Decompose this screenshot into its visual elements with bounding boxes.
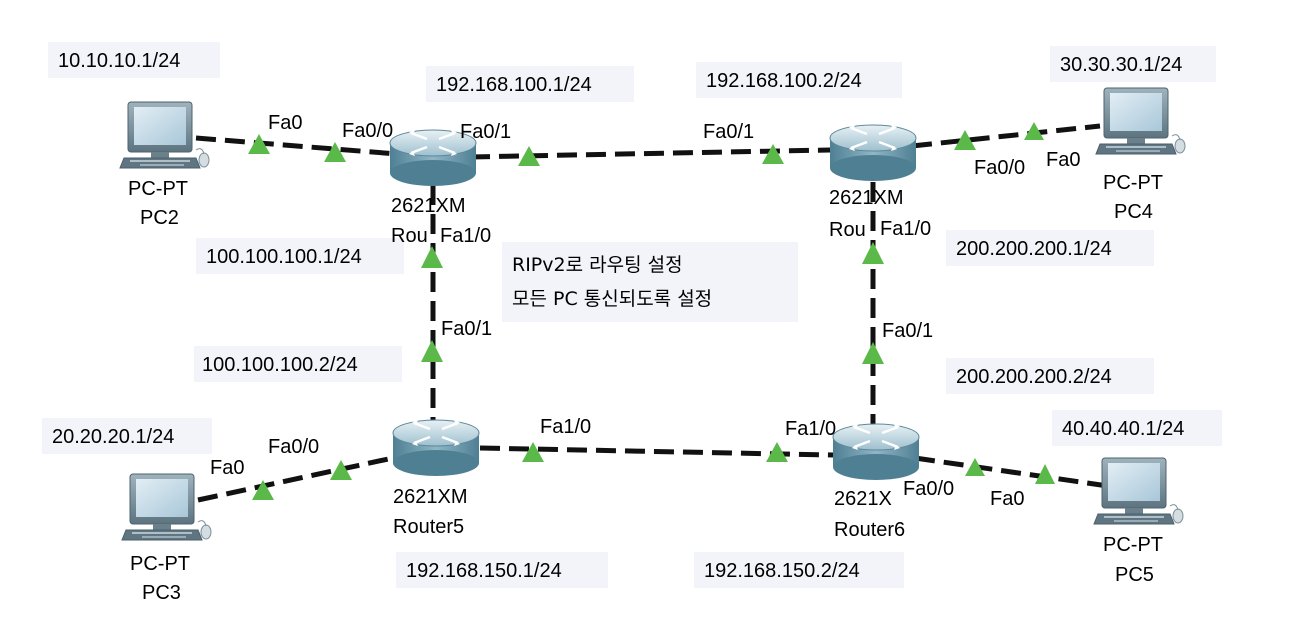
note-line-2: 모든 PC 통신되도록 설정 xyxy=(512,288,712,310)
link-up-indicator xyxy=(766,442,788,462)
pc2-ip: 10.10.10.1/24 xyxy=(58,50,180,72)
iface-r5-fa0-1: Fa0/1 xyxy=(441,318,492,340)
pc2[interactable] xyxy=(119,101,210,169)
link-up-indicator xyxy=(1024,122,1044,140)
pc-icon xyxy=(119,101,210,169)
interface-labels: Fa0 Fa0/0 Fa0/1 Fa1/0 Fa0/1 Fa0/0 Fa0 Fa… xyxy=(210,112,1080,510)
link-up-indicator xyxy=(518,146,540,166)
iface-r5-fa1-0: Fa1/0 xyxy=(540,416,591,438)
router-icon xyxy=(391,418,481,478)
router6-name: Router6 xyxy=(834,519,905,541)
iface-pc5-fa0: Fa0 xyxy=(990,488,1024,510)
pc4-ip: 30.30.30.1/24 xyxy=(1060,54,1182,76)
link-up-indicator xyxy=(862,342,884,364)
pc5-name: PC5 xyxy=(1115,564,1154,586)
router6[interactable] xyxy=(831,422,921,482)
pc4-type: PC-PT xyxy=(1103,172,1163,194)
pc3-ip: 20.20.20.1/24 xyxy=(52,426,174,448)
link-router6-pc5 xyxy=(914,455,1109,489)
router-top-right[interactable] xyxy=(828,123,918,183)
pc3[interactable] xyxy=(121,473,212,541)
link-pc2-router-tl xyxy=(195,135,411,158)
iface-pc4-fa0: Fa0 xyxy=(1046,149,1080,171)
network-192-168-100-1: 192.168.100.1/24 xyxy=(436,74,592,96)
ip-address-labels: 10.10.10.1/24 192.168.100.1/24 192.168.1… xyxy=(42,42,1222,588)
link-up-indicator xyxy=(862,242,884,264)
iface-r6-fa0-0: Fa0/0 xyxy=(903,478,954,500)
link-up-indicator xyxy=(248,134,270,154)
link-up-indicator xyxy=(421,246,443,268)
pc3-name: PC3 xyxy=(142,582,181,604)
router5-model: 2621XM xyxy=(393,486,468,508)
router5-name: Router5 xyxy=(393,516,464,538)
pc4-name: PC4 xyxy=(1114,201,1153,223)
network-192-168-100-2: 192.168.100.2/24 xyxy=(706,70,862,92)
router-tl-model: 2621XM xyxy=(391,195,466,217)
link-status-indicators xyxy=(248,122,1055,500)
link-up-indicator xyxy=(522,442,544,462)
iface-tl-fa0-1: Fa0/1 xyxy=(460,121,511,143)
router6-model: 2621X xyxy=(834,488,892,510)
link-router-tr-pc4 xyxy=(911,123,1101,149)
pc5-type: PC-PT xyxy=(1103,534,1163,556)
pc3-type: PC-PT xyxy=(130,553,190,575)
network-100-100-100-1: 100.100.100.1/24 xyxy=(206,246,362,268)
link-up-indicator xyxy=(965,458,985,476)
router5[interactable] xyxy=(391,418,481,478)
iface-tl-fa1-0: Fa1/0 xyxy=(440,225,491,247)
router-tr-name: Rou xyxy=(829,219,866,241)
network-192-168-150-1: 192.168.150.1/24 xyxy=(406,560,562,582)
pc5[interactable] xyxy=(1093,457,1184,525)
iface-r6-fa0-1: Fa0/1 xyxy=(882,320,933,342)
pc-icon xyxy=(1093,457,1184,525)
network-200-200-200-1: 200.200.200.1/24 xyxy=(956,238,1112,260)
iface-pc3-fa0: Fa0 xyxy=(210,457,244,479)
network-200-200-200-2: 200.200.200.2/24 xyxy=(956,366,1112,388)
iface-r6-fa1-0: Fa1/0 xyxy=(785,418,836,440)
iface-tr-fa0-0: Fa0/0 xyxy=(974,157,1025,179)
pc4[interactable] xyxy=(1095,87,1186,155)
router-icon xyxy=(831,422,921,482)
link-up-indicator xyxy=(330,460,352,480)
link-up-indicator xyxy=(762,144,784,164)
iface-r5-fa0-0: Fa0/0 xyxy=(268,436,319,458)
pc2-type: PC-PT xyxy=(128,178,188,200)
router-tr-model: 2621XM xyxy=(829,187,904,209)
network-192-168-150-2: 192.168.150.2/24 xyxy=(704,560,860,582)
iface-pc2-fa0: Fa0 xyxy=(268,112,302,134)
pc5-ip: 40.40.40.1/24 xyxy=(1062,418,1184,440)
iface-tr-fa1-0: Fa1/0 xyxy=(880,218,931,240)
instruction-note: RIPv2로 라우팅 설정 모든 PC 통신되도록 설정 xyxy=(502,242,798,322)
link-up-indicator xyxy=(324,142,346,162)
pc-icon xyxy=(121,473,212,541)
router-icon xyxy=(828,123,918,183)
link-up-indicator xyxy=(1035,464,1055,484)
pc2-name: PC2 xyxy=(140,207,179,229)
iface-tl-fa0-0: Fa0/0 xyxy=(342,120,393,142)
link-up-indicator xyxy=(421,340,443,362)
note-line-1: RIPv2로 라우팅 설정 xyxy=(512,254,683,276)
router-tl-name: Rou xyxy=(391,225,428,247)
iface-tr-fa0-1: Fa0/1 xyxy=(703,121,754,143)
pc-icon xyxy=(1095,87,1186,155)
link-up-indicator xyxy=(252,480,274,500)
link-pc3-router5 xyxy=(197,455,394,503)
network-100-100-100-2: 100.100.100.2/24 xyxy=(202,354,358,376)
link-up-indicator xyxy=(954,130,976,150)
